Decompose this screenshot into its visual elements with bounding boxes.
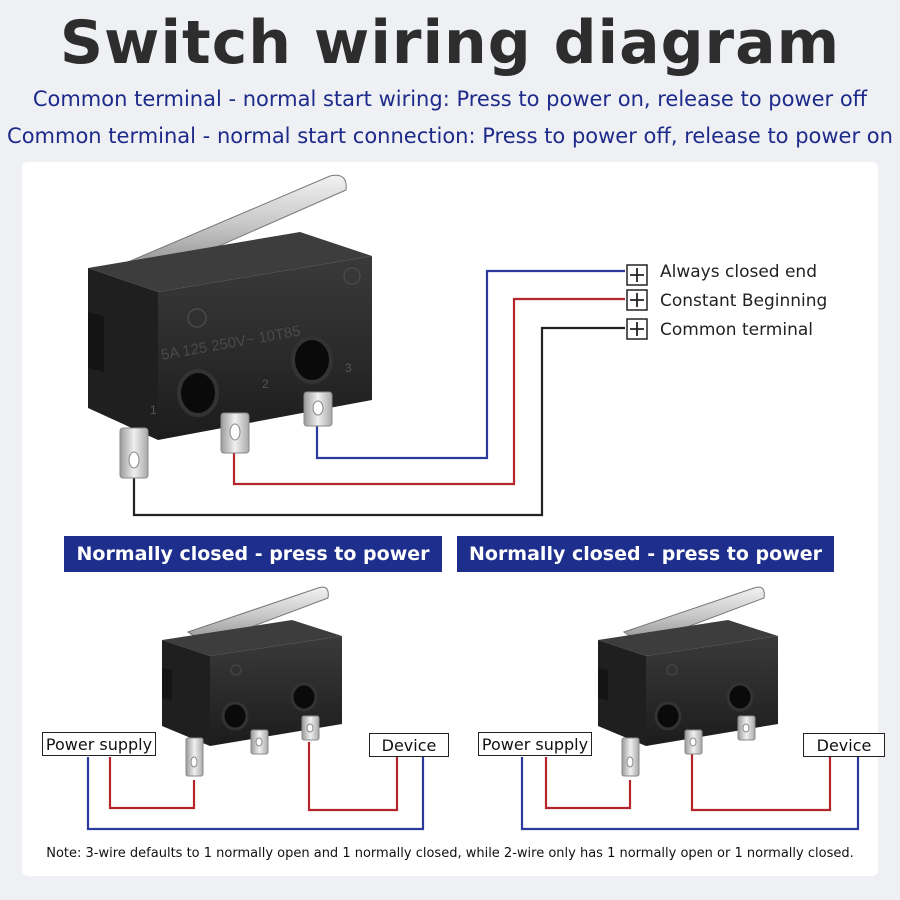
plus-icon — [626, 264, 648, 286]
pin-3-marking: 3 — [345, 361, 352, 375]
plus-icon — [626, 289, 648, 311]
subtitle-normally-closed: Common terminal - normal start connectio… — [7, 124, 893, 148]
wire-red-load — [690, 742, 832, 812]
wire-blue-loop — [520, 757, 860, 831]
wire-blue-loop — [86, 757, 425, 831]
pin-common — [119, 427, 149, 479]
subtitle-normally-open: Common terminal - normal start wiring: P… — [32, 87, 868, 111]
mount-hole-right — [291, 336, 333, 384]
plus-icon — [626, 318, 648, 340]
device-label-left: Device — [369, 733, 449, 757]
wire-constant-beginning — [232, 297, 625, 486]
lever — [126, 174, 347, 273]
terminal-label-constant-beginning: Constant Beginning — [660, 291, 828, 311]
wire-red-load — [307, 742, 399, 812]
wire-red-source — [108, 757, 196, 810]
small-microswitch-left — [86, 586, 425, 831]
wire-common — [132, 326, 625, 517]
pin-always-closed — [303, 391, 333, 427]
device-label-right: Device — [803, 733, 885, 757]
big-microswitch: 5A 125 250V~ 10T85 1 2 3 — [88, 174, 648, 517]
mount-hole-left — [177, 369, 219, 417]
terminal-label-always-closed: Always closed end — [660, 262, 818, 282]
terminal-label-common: Common terminal — [660, 320, 813, 340]
pin-1-marking: 1 — [150, 403, 157, 417]
pin-2-marking: 2 — [262, 377, 269, 391]
pin-constant — [220, 412, 250, 454]
power-supply-label-left: Power supply — [42, 732, 156, 756]
power-supply-label-right: Power supply — [478, 732, 592, 756]
footnote: Note: 3-wire defaults to 1 normally open… — [46, 846, 854, 861]
section-title-left: Normally closed - press to power off — [64, 536, 442, 601]
page-title: Switch wiring diagram — [59, 8, 841, 78]
section-title-right: Normally closed - press to power off — [457, 536, 834, 601]
wire-always-closed — [315, 269, 625, 460]
small-microswitch-right — [520, 586, 860, 831]
wire-red-source — [544, 757, 632, 810]
